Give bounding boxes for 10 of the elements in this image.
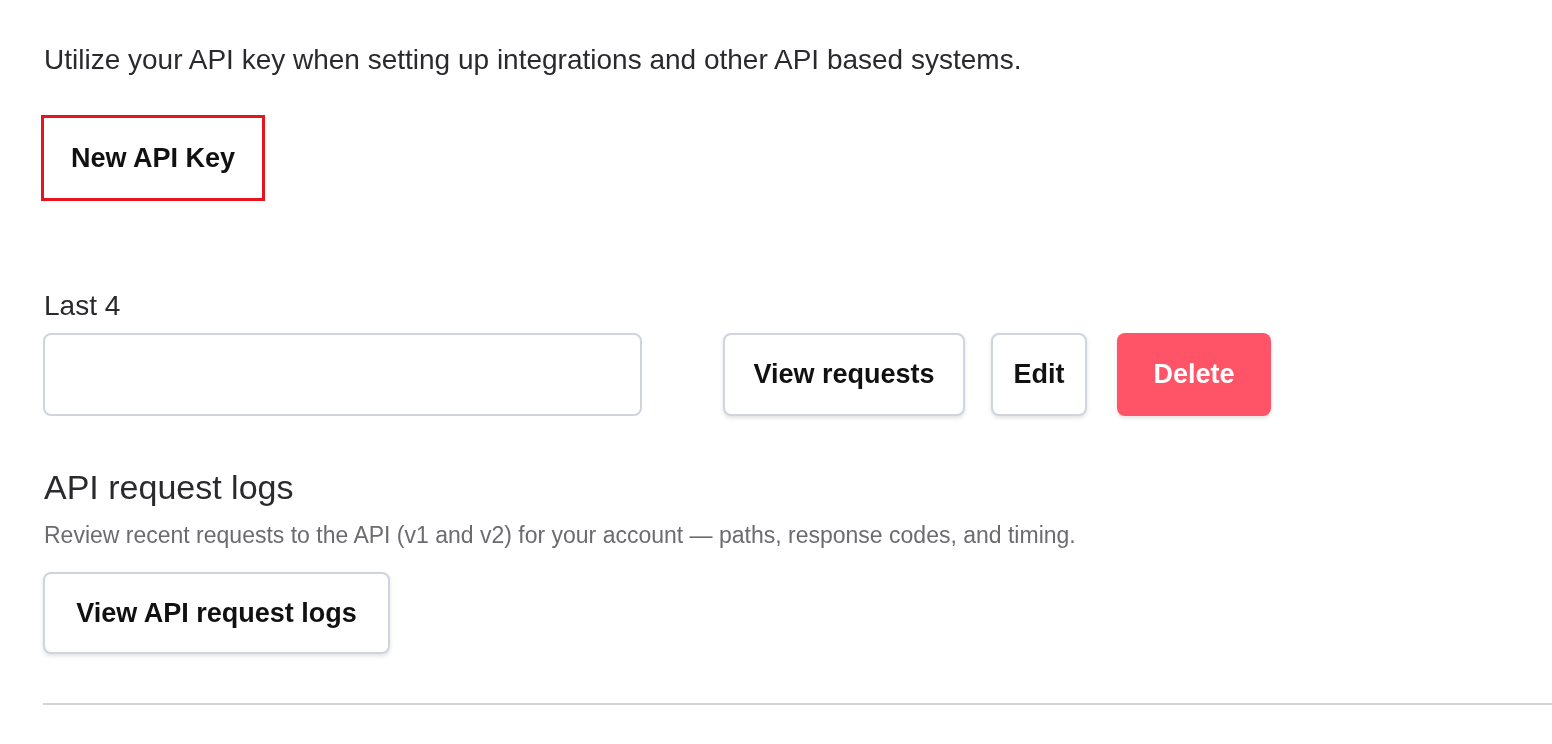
input-field [43, 333, 642, 416]
intro-text: Utilize your API key when setting up integrations and other API based systems. [44, 44, 1022, 76]
section-heading: API request logs [44, 468, 294, 507]
field-label: Last 4 [44, 290, 121, 322]
view-requests-button: View requests [723, 333, 965, 416]
edit-button: Edit [991, 333, 1087, 416]
view-logs-button: View API request logs [43, 572, 390, 654]
section-description: Review recent requests to the API (v1 and v2) for your account — paths, response codes, and timing. [44, 522, 1076, 549]
delete-button: Delete [1117, 333, 1271, 416]
new-key-button: New API Key [41, 115, 265, 201]
